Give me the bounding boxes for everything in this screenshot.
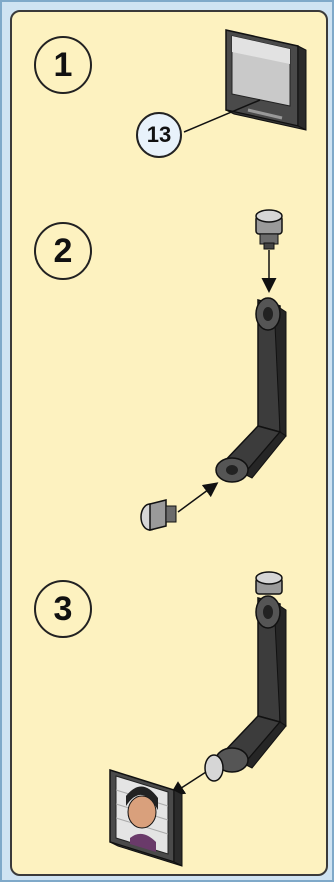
part-count-callout: 13 xyxy=(136,112,182,158)
screen-part-image xyxy=(225,29,307,131)
photo-frame-image xyxy=(109,768,183,867)
step-number-badge: 1 xyxy=(34,36,92,94)
step-number-label: 1 xyxy=(53,45,73,84)
top-bolt-image xyxy=(255,209,283,250)
assembly-arrow-diagonal xyxy=(177,482,219,513)
assembly-arrow-frame xyxy=(169,771,207,796)
step-number-badge: 3 xyxy=(34,580,92,638)
arm-part-image xyxy=(215,297,287,483)
instruction-panel: 1 13 2 3 xyxy=(10,10,328,876)
assembled-arm-image xyxy=(204,571,287,782)
callout-line-13 xyxy=(183,99,261,133)
side-bolt-image xyxy=(140,499,177,531)
step-number-label: 2 xyxy=(53,231,73,270)
assembly-illustration xyxy=(109,29,307,867)
step-number-badge: 2 xyxy=(34,222,92,280)
step-number-label: 3 xyxy=(53,589,73,628)
part-count-label: 13 xyxy=(146,122,172,147)
